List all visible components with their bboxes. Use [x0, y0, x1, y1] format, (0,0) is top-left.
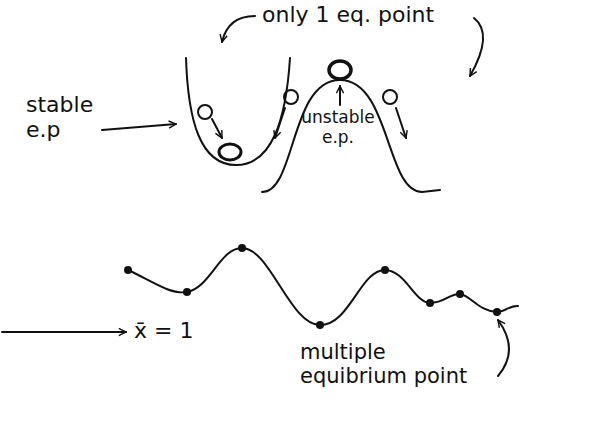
equilibrium-dot — [238, 244, 246, 252]
ball — [383, 90, 397, 104]
equilibrium-dot — [456, 290, 464, 298]
heading-note: only 1 eq. point — [262, 2, 492, 27]
equilibrium-dot — [426, 299, 434, 307]
ball — [198, 105, 212, 119]
unstable-label: unstable e.p. — [292, 108, 384, 147]
stable-label: stable e.p — [26, 92, 102, 143]
variable-label: x̄ = 1 — [134, 318, 214, 343]
multiple-label: multiple equibrium point — [300, 340, 478, 388]
ball — [329, 61, 351, 79]
equilibrium-dot — [316, 321, 324, 329]
ball — [219, 144, 241, 160]
potential-well — [186, 58, 290, 165]
equilibrium-dot — [493, 308, 501, 316]
arrow — [2, 331, 126, 333]
curved-arrow — [222, 16, 255, 42]
potential-hill — [262, 80, 440, 192]
equilibrium-dot — [124, 266, 132, 274]
equilibrium-dot — [183, 288, 191, 296]
arrow — [339, 86, 341, 105]
arrow — [212, 119, 222, 138]
equilibrium-dot — [381, 266, 389, 274]
wavy-curve — [128, 248, 518, 325]
ball — [284, 90, 298, 104]
curved-arrow — [470, 18, 483, 76]
pointer-arrow — [102, 124, 176, 130]
arrow — [396, 108, 406, 138]
curved-arrow — [498, 320, 509, 376]
arrow — [275, 108, 285, 138]
